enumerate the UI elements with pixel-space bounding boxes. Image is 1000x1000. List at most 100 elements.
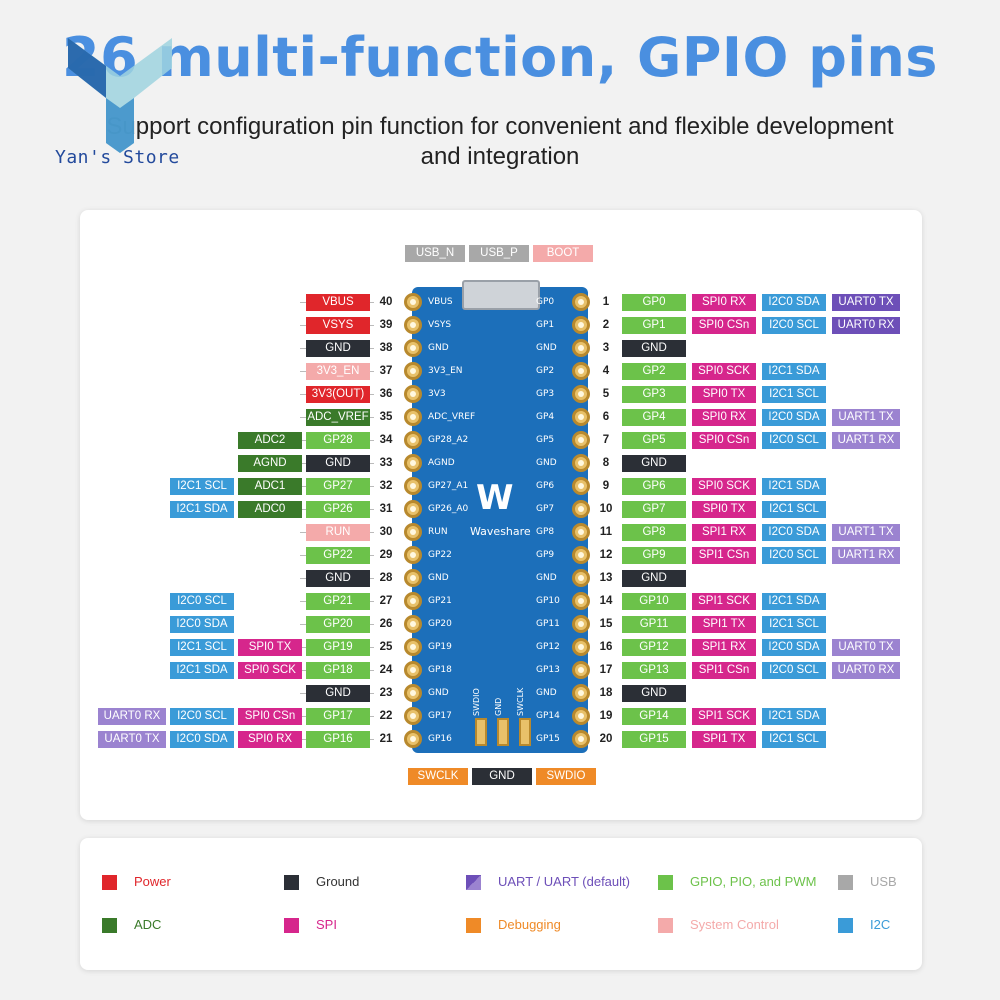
debug-pad (497, 718, 509, 746)
pin-label: GP0 (622, 294, 686, 311)
pin-pad (572, 684, 590, 702)
pin-label: UART0 RX (832, 662, 900, 679)
pin-pad (404, 730, 422, 748)
board-pin-name: GP1 (536, 320, 555, 330)
legend-swatch (838, 875, 853, 890)
pin-pad (572, 477, 590, 495)
pin-number: 28 (379, 572, 393, 584)
usb-connector (462, 280, 540, 310)
debug-label: GND (472, 768, 532, 785)
legend-label: Ground (316, 874, 360, 889)
debug-pad-name: GND (494, 697, 503, 716)
pin-pad (404, 523, 422, 541)
legend-label: USB (870, 874, 897, 889)
pin-label: I2C0 SDA (762, 294, 826, 311)
board-pin-name: VBUS (428, 297, 453, 307)
board-pin-name: GP27_A1 (428, 481, 469, 491)
pin-label: GP4 (622, 409, 686, 426)
pin-pad (572, 293, 590, 311)
board-pin-name: GP16 (428, 734, 452, 744)
pin-pad (572, 615, 590, 633)
pin-pad (572, 431, 590, 449)
board-pin-name: GP17 (428, 711, 452, 721)
pin-pad (572, 707, 590, 725)
pin-label: UART0 RX (98, 708, 166, 725)
pin-label: SPI0 CSn (692, 432, 756, 449)
legend-swatch (284, 918, 299, 933)
pin-label: UART1 RX (832, 432, 900, 449)
pin-label: I2C0 SCL (762, 317, 826, 334)
pin-number: 12 (599, 549, 613, 561)
pin-label: I2C1 SCL (762, 616, 826, 633)
pin-number: 2 (602, 319, 610, 331)
pin-pad (572, 569, 590, 587)
pin-pad (572, 385, 590, 403)
pin-number: 40 (379, 296, 393, 308)
pin-label: RUN (306, 524, 370, 541)
pin-label: ADC2 (238, 432, 302, 449)
pin-pad (404, 408, 422, 426)
pin-number: 24 (379, 664, 393, 676)
pin-pad (404, 454, 422, 472)
pin-label: GP10 (622, 593, 686, 610)
legend-swatch (102, 875, 117, 890)
pin-label: VBUS (306, 294, 370, 311)
legend-swatch (838, 918, 853, 933)
pin-label: GP20 (306, 616, 370, 633)
pin-label: SPI0 TX (692, 386, 756, 403)
pin-label: GND (622, 340, 686, 357)
legend-label: UART / UART (default) (498, 874, 630, 889)
pin-label: UART1 TX (832, 409, 900, 426)
pin-number: 34 (379, 434, 393, 446)
pin-number: 13 (599, 572, 613, 584)
pico-board (412, 287, 588, 753)
legend-label: Debugging (498, 917, 561, 932)
board-pin-name: GP8 (536, 527, 555, 537)
pin-pad (404, 500, 422, 518)
pin-number: 19 (599, 710, 613, 722)
board-pin-name: GP3 (536, 389, 555, 399)
legend-swatch (658, 875, 673, 890)
top-connector-label: BOOT (533, 245, 593, 262)
pin-label: SPI0 RX (238, 731, 302, 748)
pin-pad (404, 362, 422, 380)
pin-label: I2C1 SDA (762, 478, 826, 495)
pin-number: 25 (379, 641, 393, 653)
pin-number: 20 (599, 733, 613, 745)
pin-label: I2C1 SCL (762, 731, 826, 748)
board-pin-name: GP13 (536, 665, 560, 675)
pin-label: I2C0 SDA (762, 409, 826, 426)
pin-label: GP18 (306, 662, 370, 679)
legend-panel (80, 838, 922, 970)
pin-label: I2C1 SDA (762, 363, 826, 380)
board-pin-name: GP14 (536, 711, 560, 721)
board-pin-name: 3V3_EN (428, 366, 463, 376)
pin-pad (404, 431, 422, 449)
pin-label: GP3 (622, 386, 686, 403)
board-pin-name: GP4 (536, 412, 555, 422)
pin-number: 3 (602, 342, 610, 354)
board-pin-name: GP6 (536, 481, 555, 491)
pin-label: I2C0 SCL (170, 593, 234, 610)
board-pin-name: GP2 (536, 366, 555, 376)
pin-label: GP12 (622, 639, 686, 656)
board-pin-name: GP0 (536, 297, 555, 307)
pin-label: SPI1 CSn (692, 662, 756, 679)
pin-pad (404, 661, 422, 679)
store-logo-icon (68, 38, 172, 153)
pin-number: 21 (379, 733, 393, 745)
pin-pad (404, 707, 422, 725)
pin-label: SPI0 CSn (238, 708, 302, 725)
subtitle-line-1: Support configuration pin function for c… (106, 113, 894, 140)
pin-label: GP16 (306, 731, 370, 748)
pin-label: VSYS (306, 317, 370, 334)
pin-pad (404, 592, 422, 610)
pin-number: 27 (379, 595, 393, 607)
pin-number: 32 (379, 480, 393, 492)
pin-pad (404, 293, 422, 311)
pin-label: GP8 (622, 524, 686, 541)
board-pin-name: GND (536, 688, 557, 698)
board-pin-name: AGND (428, 458, 455, 468)
pin-label: SPI0 CSn (692, 317, 756, 334)
pin-label: UART0 RX (832, 317, 900, 334)
